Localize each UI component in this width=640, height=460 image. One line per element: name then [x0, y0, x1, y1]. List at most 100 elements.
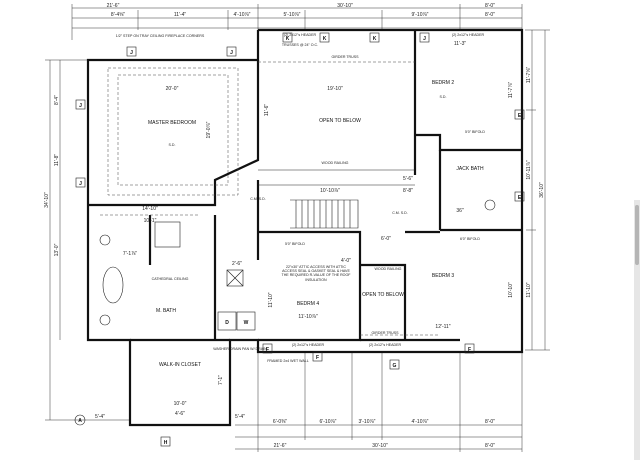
- dim-bottom-3: 3'-10⅞": [359, 419, 376, 425]
- tag-box-4: [282, 32, 293, 43]
- dim-bed2-w: 11'-3": [454, 41, 467, 47]
- dim-top-1: 8'-4⅝": [111, 12, 125, 18]
- dim-right-c: 11'-10": [526, 282, 532, 297]
- bathtub: [102, 266, 124, 304]
- attic-access: [226, 269, 244, 287]
- room-open-below-mid: OPEN TO BELOW: [362, 292, 404, 298]
- dryer-label: D: [225, 320, 229, 326]
- note-sd-master: S.D.: [169, 143, 176, 147]
- tag-16: A: [78, 418, 82, 424]
- dim-bottom-5: 8'-0": [485, 419, 495, 425]
- note-wood-railing-top: WOOD RAILING: [322, 161, 349, 165]
- tag-14: F: [468, 347, 471, 353]
- dim-bottom-left: 5'-4": [95, 414, 105, 420]
- note-header-bottom2: (2) 2x12"s HEADER: [369, 343, 402, 347]
- dim-top-row2-1: 21'-6": [107, 3, 120, 9]
- room-labels: MASTER BEDROOM OPEN TO BELOW BEDRM 2 JAC…: [148, 80, 484, 368]
- washer-label: W: [244, 320, 249, 326]
- note-bifold-1: 5'0" BIFOLD: [285, 242, 305, 246]
- bottom-dimension-strings: 6'-0⅜" 6'-10⅞" 3'-10⅞" 4'-10⅞" 8'-0" 21'…: [95, 350, 523, 452]
- dim-left-a: 8'-4": [54, 95, 60, 105]
- dim-left-c: 13'-0": [54, 243, 60, 256]
- tag-box-12: [312, 351, 323, 362]
- dim-bed4-w: 11'-10⅞": [298, 314, 318, 320]
- tag-15: H: [164, 440, 168, 446]
- interior-walls: [88, 30, 522, 342]
- tag-box-15: [160, 436, 171, 447]
- room-dimensions: 20'-0" 19'-0⅞" 19'-10" 11'-6" 11'-3" 11'…: [123, 41, 514, 407]
- dim-misc-5: 4'-0": [341, 258, 351, 264]
- dim-x-wall: 36": [456, 208, 464, 214]
- dim-top-3: 4'-10⅞": [234, 12, 251, 18]
- dim-walkin-h: 7'-1": [218, 375, 224, 385]
- tag-11: F: [266, 347, 269, 353]
- dim-bottom-row2-3: 8'-0": [485, 443, 495, 449]
- exterior-walls: [86, 28, 524, 427]
- dim-right-b: 10'-11⅞": [526, 160, 532, 180]
- toilet: [484, 199, 496, 211]
- note-cathedral: CATHEDRAL CEILING: [152, 277, 189, 281]
- tag-6: K: [373, 36, 377, 42]
- vertical-scrollbar[interactable]: [634, 200, 640, 460]
- dim-hall-b: 10'-1": [144, 218, 157, 224]
- washer: [236, 311, 256, 331]
- tag-7: J: [423, 36, 426, 42]
- note-cm-sd: C.M. S.D.: [250, 197, 266, 201]
- note-girder-bottom: GIRDER TRUSS: [371, 331, 399, 335]
- note-cm-sd-2: C.M. S.D.: [392, 211, 408, 215]
- tag-3: J: [79, 103, 82, 109]
- shower: [154, 221, 181, 248]
- tag-box-14: [464, 343, 475, 354]
- dim-bottom-4: 4'-10⅞": [412, 419, 429, 425]
- tag-box-13: [389, 359, 400, 370]
- dim-misc-2: 5'-6": [403, 176, 413, 182]
- room-bedroom3: BEDRM 3: [432, 273, 454, 279]
- room-mbath: M. BATH: [156, 308, 176, 314]
- dim-hall-a: 14'-10": [142, 206, 158, 212]
- dim-top-row2-3: 8'-0": [485, 3, 495, 9]
- dim-bottom-row2-2: 30'-10": [372, 443, 388, 449]
- tag-box-3: [75, 99, 86, 110]
- note-girder-top: GIRDER TRUSS: [331, 55, 359, 59]
- dim-bottom-1: 6'-0⅜": [273, 419, 287, 425]
- note-header-k: (2) 2x12"s HEADER: [284, 33, 317, 37]
- tag-box-9: [514, 109, 525, 120]
- note-tray: 1/2" STEP ON TRAY CEILING FIREPLACE CORN…: [116, 34, 205, 38]
- tag-box-1: [126, 46, 137, 57]
- dim-left-total: 34'-10": [44, 192, 50, 208]
- dim-walkin-w: 10'-0": [174, 401, 187, 407]
- room-bedroom2: BEDRM 2: [432, 80, 454, 86]
- scrollbar-thumb[interactable]: [635, 205, 639, 265]
- room-bedroom4: BEDRM 4: [297, 301, 319, 307]
- note-bifold-2: 5'0" BIFOLD: [465, 130, 485, 134]
- top-dimension-strings: 21'-6" 30'-10" 8'-0" 8'-4⅝" 11'-4" 4'-10…: [71, 3, 523, 40]
- dim-top-6: 8'-0": [485, 12, 495, 18]
- note-header-j: (2) 2x12"s HEADER: [452, 33, 485, 37]
- dim-top-4: 5'-10⅞": [284, 12, 301, 18]
- dim-stair-w: 10'-10⅞": [320, 188, 340, 194]
- tag-box-8: [75, 177, 86, 188]
- construction-notes: 1/2" STEP ON TRAY CEILING FIREPLACE CORN…: [116, 33, 486, 363]
- dim-stair-h: 8'-8": [403, 188, 413, 194]
- dryer: [217, 311, 237, 331]
- room-master: MASTER BEDROOM: [148, 120, 196, 126]
- tag-5: K: [323, 36, 327, 42]
- detail-lines: D W: [99, 61, 496, 336]
- dim-open-h: 11'-6": [264, 104, 270, 117]
- side-dimension-strings: 34'-10" 8'-4" 11'-8" 13'-0" 36'-10" 11'-…: [44, 29, 550, 421]
- dim-right-total: 36'-10": [539, 182, 545, 198]
- dim-bed4-h: 11'-10": [268, 292, 274, 307]
- tag-10: E: [518, 195, 522, 201]
- note-sd-bed2: S.D.: [440, 95, 447, 99]
- dim-bed3-h: 10'-10": [508, 282, 514, 298]
- note-attic: 22"x30" ATTIC ACCESS WITH ATTIC ACCESS S…: [281, 265, 351, 282]
- dim-master-h: 19'-0⅞": [206, 121, 212, 138]
- sink-left-lower: [99, 314, 111, 326]
- room-jack-bath: JACK BATH: [456, 166, 484, 172]
- dim-bed3-w: 12'-11": [435, 324, 450, 330]
- dim-bed2-h: 11'-7⅞": [508, 82, 514, 99]
- note-trusses-top: TRUSSES @ 24" O.C.: [282, 43, 318, 47]
- note-header-bottom: (2) 2x12"s HEADER: [292, 343, 325, 347]
- tag-box-2: [226, 46, 237, 57]
